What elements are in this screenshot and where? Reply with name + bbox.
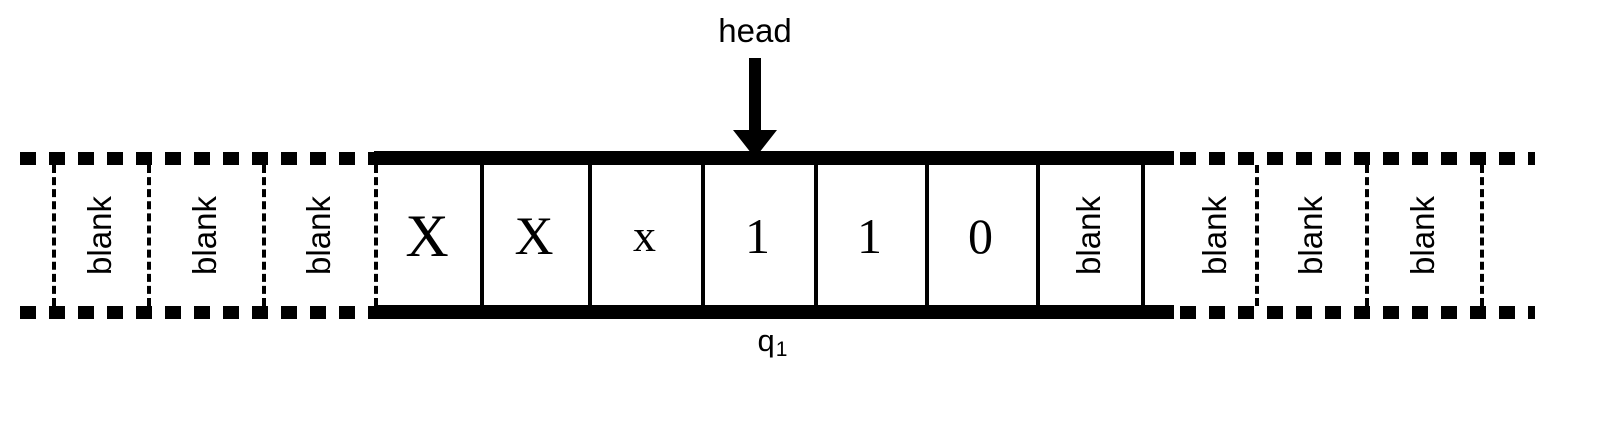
tape-cell-symbol: 1	[857, 207, 882, 264]
tape-cell-symbol: blank	[299, 196, 337, 275]
tape-cell-symbol: blank	[1291, 196, 1329, 275]
tape-cell-symbol: blank	[185, 196, 223, 275]
tape-cell: 1	[701, 165, 814, 306]
tape-cell-separator-solid	[1036, 165, 1040, 306]
tape-cell: X	[480, 165, 588, 306]
tape-cell: 1	[814, 165, 925, 306]
tape-cell-symbol: 1	[745, 207, 770, 264]
tape-cell: 0	[925, 165, 1036, 306]
tape-cell-separator-solid	[925, 165, 929, 306]
tape-cell-symbol: X	[405, 202, 449, 269]
tape-cell-separator-solid	[480, 165, 484, 306]
state-label-base: q	[757, 323, 775, 358]
tape-cell-separator-dashed	[1480, 165, 1484, 306]
state-label-subscript: 1	[775, 338, 788, 361]
head-arrow-icon	[733, 58, 777, 158]
tape-cell-separator-dashed	[147, 165, 151, 306]
tape-cell-symbol: X	[514, 205, 554, 266]
head-label: head	[718, 12, 792, 49]
tape-cell-symbol: blank	[1403, 196, 1441, 275]
tape-cell: x	[588, 165, 701, 306]
tape-cell-blank-left: blank	[147, 165, 262, 306]
tape-cell-separator-solid	[1141, 165, 1145, 306]
tape-cell-blank-right: blank	[1365, 165, 1480, 306]
tape-cell-separator-dashed	[1255, 165, 1259, 306]
tape-solid-bar-top	[374, 151, 1174, 165]
tape-cell-blank-right: blank	[1173, 165, 1255, 306]
tape-cell-symbol: blank	[1195, 196, 1233, 275]
tape-cell-separator-dashed	[374, 165, 378, 306]
tape-cell-symbol: 0	[968, 207, 993, 264]
tape-cell-separator-dashed	[262, 165, 266, 306]
tape-cell: blank	[1036, 165, 1141, 306]
tape-cell-blank-left: blank	[262, 165, 374, 306]
tape-solid-bar-bottom	[374, 305, 1174, 319]
tape-cell-blank-right: blank	[1255, 165, 1365, 306]
tape-cell-separator-solid	[701, 165, 705, 306]
tape-cell-symbol: blank	[1069, 196, 1107, 275]
tape-cell-separator-dashed	[52, 165, 56, 306]
tape-cell-blank-left: blank	[52, 165, 147, 306]
tape-cell-separator-dashed	[1365, 165, 1369, 306]
tape-cell-separator-solid	[814, 165, 818, 306]
tape-cell: X	[374, 165, 480, 306]
tape-cell-symbol: blank	[80, 196, 118, 275]
tape-cell-symbol: x	[633, 209, 656, 261]
state-label: q1	[757, 323, 788, 360]
tape-cell-separator-solid	[588, 165, 592, 306]
